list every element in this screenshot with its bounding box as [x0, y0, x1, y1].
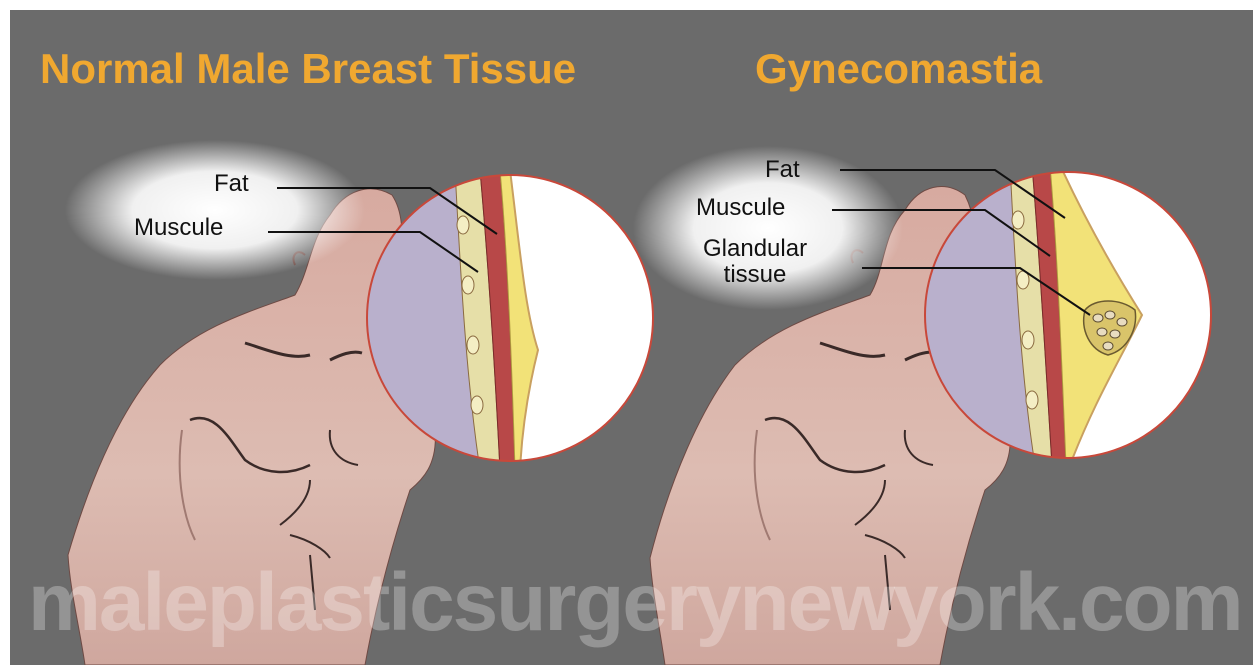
label-fat-left: Fat [214, 172, 249, 196]
label-glandular-line1: Glandular [703, 235, 807, 262]
diagram-frame: Normal Male Breast Tissue Gynecomastia F… [10, 10, 1253, 665]
label-fat-right: Fat [765, 158, 800, 182]
label-highlight-left [65, 140, 365, 280]
label-glandular-tissue: Glandular tissue [703, 236, 807, 289]
watermark-text: maleplasticsurgerynewyork.com [28, 562, 1242, 644]
label-muscle-left: Muscule [134, 216, 223, 240]
title-gynecomastia: Gynecomastia [755, 48, 1042, 90]
label-glandular-line2: tissue [724, 261, 787, 288]
label-muscle-right: Muscule [696, 196, 785, 220]
title-normal: Normal Male Breast Tissue [40, 48, 576, 90]
